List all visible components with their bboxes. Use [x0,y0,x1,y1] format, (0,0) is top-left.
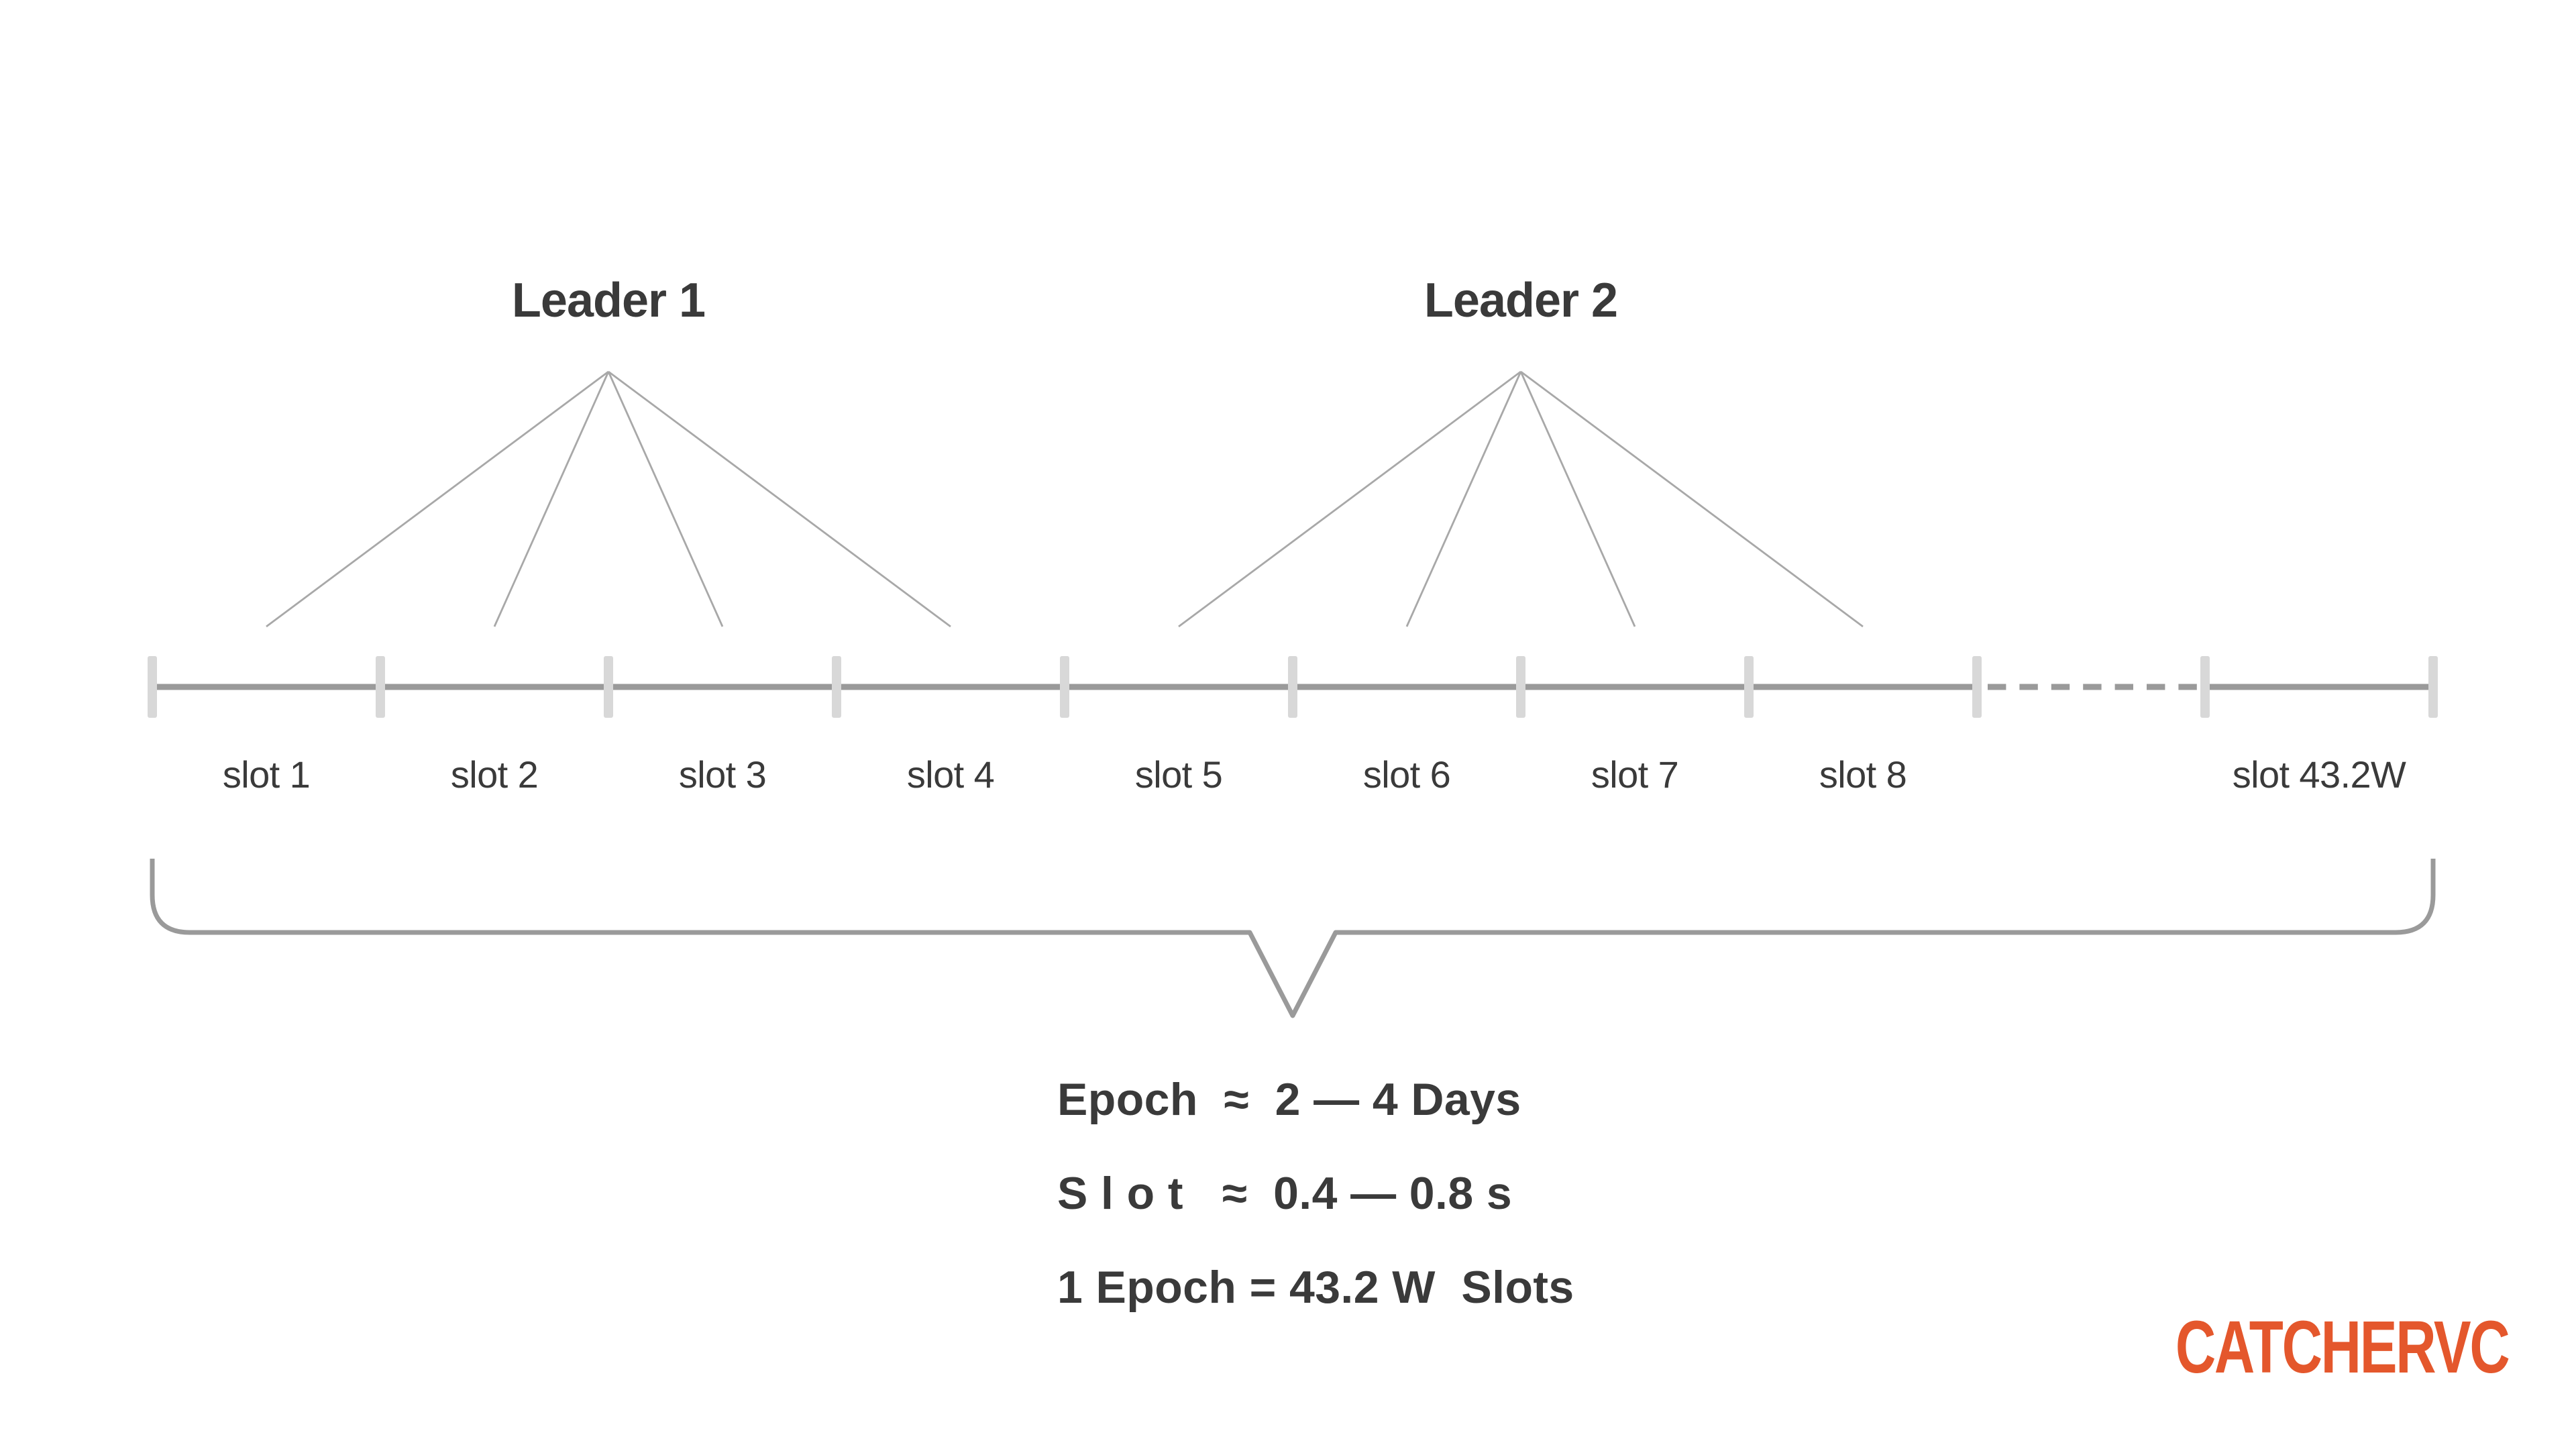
leader-2-fan-line [1519,371,1636,627]
timeline-tick [1744,656,1754,718]
leader-2-fan-line [1520,370,1864,628]
slot-label: slot 2 [450,754,539,796]
catchervc-logo: CATCHERVC [2176,1305,2510,1389]
leader-1-fan-line [607,371,724,627]
timeline-tick [1288,656,1297,718]
timeline-tick [1972,656,1982,718]
timeline-tick [1516,656,1525,718]
timeline-tick [1060,656,1069,718]
slot-label: slot 8 [1819,754,1907,796]
slot-label: slot 3 [678,754,767,796]
leader-1-label: Leader 1 [511,272,706,327]
leader-2-fan-line [1405,371,1522,627]
timeline-tick [376,656,385,718]
epoch-duration-text: Epoch ≈ 2 — 4 Days [1057,1075,1521,1126]
timeline-tick [148,656,157,718]
slot-label: slot 4 [906,754,995,796]
epoch-slot-count-text: 1 Epoch = 43.2 W Slots [1057,1263,1574,1313]
leader-1-fan-line [266,370,609,628]
slot-label: slot 5 [1134,754,1223,796]
slot-label: slot 6 [1362,754,1451,796]
epoch-brace [150,859,2436,1018]
timeline-tick [604,656,613,718]
slot-label: slot 7 [1591,754,1679,796]
slot-duration-text: S l o t ≈ 0.4 — 0.8 s [1057,1169,1513,1220]
timeline-tick [2200,656,2210,718]
timeline-tick [832,656,841,718]
leader-1-fan-line [608,370,951,628]
slot-label: slot 1 [222,754,311,796]
leader-1-fan-line [493,371,610,627]
slot-label: slot 43.2W [2232,754,2406,796]
leader-2-fan-line [1178,370,1521,628]
timeline-tick [2428,656,2438,718]
leader-2-label: Leader 2 [1424,272,1618,327]
